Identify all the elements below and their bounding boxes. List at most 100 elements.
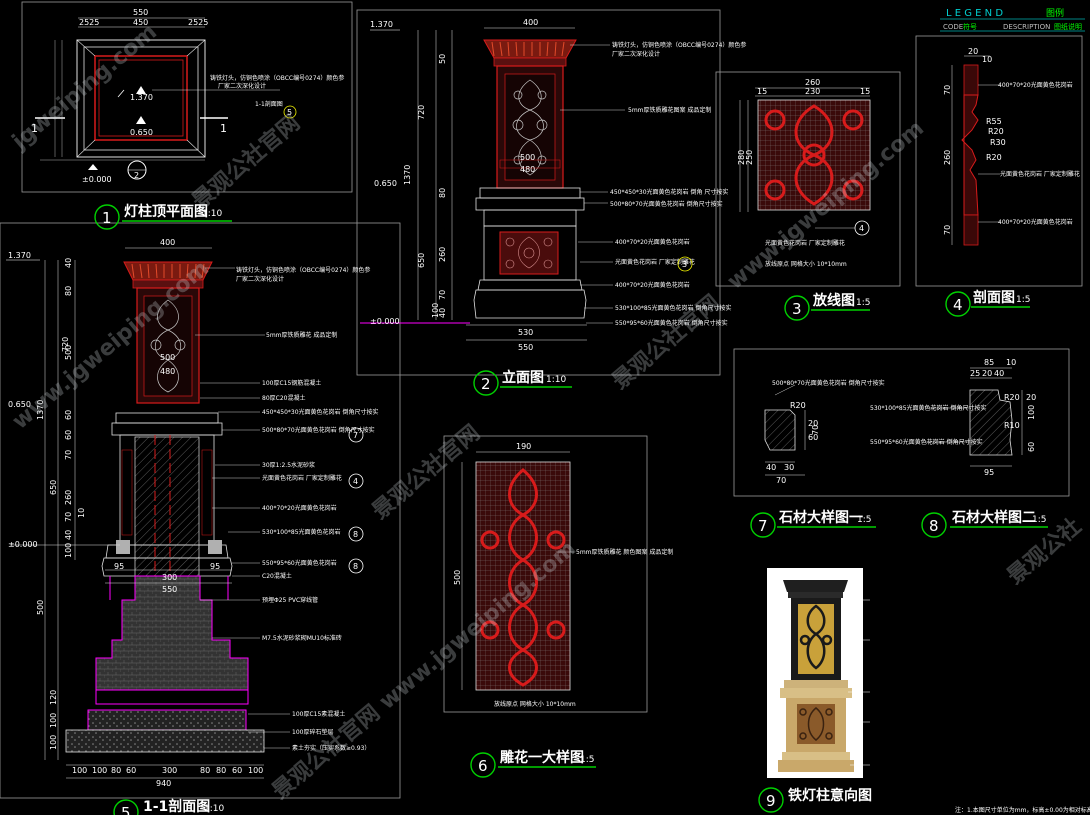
sec-note-12: 550*95*60光面黄色花岗岩 [262,559,337,567]
sec-note-15: M7.5水泥砂浆砌MU10标准砖 [262,634,342,642]
sec-vdim-17: 100 [49,713,58,728]
title-elev-text: 立面图 [502,369,544,386]
legend-title: L E G E N D [946,8,1003,19]
sec-vdim-9: 260 [64,490,73,505]
layout-note-2: 放线原点 网格大小 10*10mm [765,260,847,268]
elev-note-4: 450*450*30光面黄色花岗岩 倒角 尺寸按实 [610,188,728,196]
carving-note-2: 放线原点 网格大小 10*10mm [494,700,576,708]
elev-note-2: 厂家二次深化设计 [612,50,660,58]
title-elev-scale: 1:10 [546,375,566,385]
prof-dim-2: 10 [982,55,992,64]
sec-level-top: 1.370 [8,251,31,260]
elev-vdim-720: 720 [417,105,426,120]
plan-elev-base: ±0.000 [82,175,112,184]
prof-dim-3: 70 [943,85,952,95]
title-carving-text: 雕花一大样图 [500,749,584,766]
legend-tag: 图例 [1046,7,1064,19]
lamp-intent-image [767,568,870,778]
title-carving-num: 6 [478,757,488,775]
sec-callout-3: 8 [353,530,358,539]
plan-elev-mid: 0.650 [130,128,153,137]
plan-note-1: 铸铁灯头，仿铜色喷涂（OBCC编号0274）颜色参 [210,74,344,82]
stone1-dim-7: 70 [811,425,820,435]
sec-note-8: 30厚1:2.5水泥砂浆 [262,461,315,469]
plan-callout: 5 [287,108,292,117]
title-intent: 9 铁灯柱意向图 [758,787,872,813]
layout-dim-5: 280 [737,150,746,165]
title-profile: 4 剖面图 1:5 [945,289,1030,317]
prof-r-4: R20 [986,153,1002,162]
sec-bdim-3: 80 [111,766,121,775]
stone2-dim-11: 95 [984,468,994,477]
sec-bdim-6: 300 [162,766,177,775]
sec-note-16: 100厚C15素混凝土 [292,710,345,718]
elev-dim-base: 530 [518,328,533,337]
title-sec-text: 1-1剖面图 [143,798,210,815]
prof-note-2: 光面黄色花岗岩 厂家定制雕花 [1000,170,1080,178]
sec-level-mid: 0.650 [8,400,31,409]
sec-dim-940: 940 [156,779,171,788]
elev-note-9: 530*100*85光面黄色花岗岩 倒角尺寸按实 [615,304,731,312]
sec-note-9: 光面黄色花岗岩 厂家定制雕花 [262,474,342,482]
title-prof-text: 剖面图 [973,289,1015,306]
stone1-dim-3: 60 [808,433,818,442]
title-plan: 1 灯柱顶平面图 1:10 [94,203,232,230]
layout-dim-4: 15 [860,87,870,96]
title-stone1-scale: 1:5 [857,515,871,525]
title-section: 5 1-1剖面图 1:10 [113,798,224,815]
legend-code-tag: 符号 [963,22,977,31]
stone2-note-2: 550*95*60光面黄色花岗岩 倒角尺寸按实 [870,438,983,446]
plan-dim-side-r: 2525 [188,18,208,27]
sec-dim-480: 480 [160,367,175,376]
elev-vdim-80: 80 [438,188,447,198]
profile-frame [915,35,1083,287]
stone2-dim-2: 10 [1006,358,1016,367]
watermark-4: 景观公社官网 [367,420,485,525]
sec-note-4: 100厚C15钢筋混凝土 [262,379,321,387]
layout-dim-1: 260 [805,78,820,87]
plan-ref: 2 [134,171,139,180]
elev-dim-mid: 500 [520,153,535,162]
stone-detail-1: R20 20 60 40 30 70 70 500*80*70光面黄色花岗岩 倒… [764,379,885,485]
plan-note-2: 厂家二次深化设计 [218,82,266,90]
title-intent-num: 9 [766,792,776,810]
title-stone2-num: 8 [929,517,939,535]
sec-note-2: 厂家二次深化设计 [236,275,284,283]
sec-callout-2: 4 [353,477,358,486]
prof-r-3: R30 [990,138,1006,147]
stone2-dim-5: 40 [994,369,1004,378]
sec-vdim-5: 1370 [36,400,45,420]
sec-note-6: 450*450*30光面黄色花岗岩 倒角尺寸按实 [262,408,378,416]
sec-vdim-13: 100 [64,543,73,558]
title-layout-num: 3 [792,300,802,318]
sec-dim-500: 500 [160,353,175,362]
sec-vdim-10: 650 [49,480,58,495]
stone2-dim-1: 85 [984,358,994,367]
elev-note-6: 400*70*20光面黄色花岗岩 [615,238,690,246]
sec-vdim-12: 40 [64,530,73,540]
title-elevation: 2 立面图 1:10 [473,369,572,396]
prof-note-3: 400*70*20光面黄色花岗岩 [998,218,1073,226]
legend-header: L E G E N D 图例 CODE 符号 DESCRIPTION 图纸说明 [940,7,1085,32]
layout-dim-2: 230 [805,87,820,96]
title-carving-scale: 1:5 [580,755,594,765]
plan-dim-total: 550 [133,8,148,17]
plan-dim-inner: 450 [133,18,148,27]
plan-note-3: 1-1剖面图 [255,100,283,108]
elev-note-8: 400*70*20光面黄色花岗岩 [615,281,690,289]
stone1-dim-5: 30 [784,463,794,472]
sec-note-3: 5mm厚铁质雕花 成品定制 [266,331,337,339]
stone2-note-1: 530*100*85光面黄色花岗岩 倒角尺寸按实 [870,404,986,412]
elev-vdim-650: 650 [417,253,426,268]
prof-dim-4: 260 [943,150,952,165]
sec-note-7: 500*80*70光面黄色花岗岩 倒角尺寸按实 [262,426,375,434]
sec-note-5: 80厚C20混凝土 [262,394,305,402]
sec-bdim-2: 100 [92,766,107,775]
elev-note-5: 500*80*70光面黄色花岗岩 倒角尺寸按实 [610,200,723,208]
title-plan-text: 灯柱顶平面图 [124,203,208,220]
sec-vdim-8: 70 [64,450,73,460]
elev-dim-total: 550 [518,343,533,352]
legend-code: CODE [943,23,963,31]
stone2-dim-7: R10 [1004,421,1020,430]
carving-dim-h: 500 [453,570,462,585]
